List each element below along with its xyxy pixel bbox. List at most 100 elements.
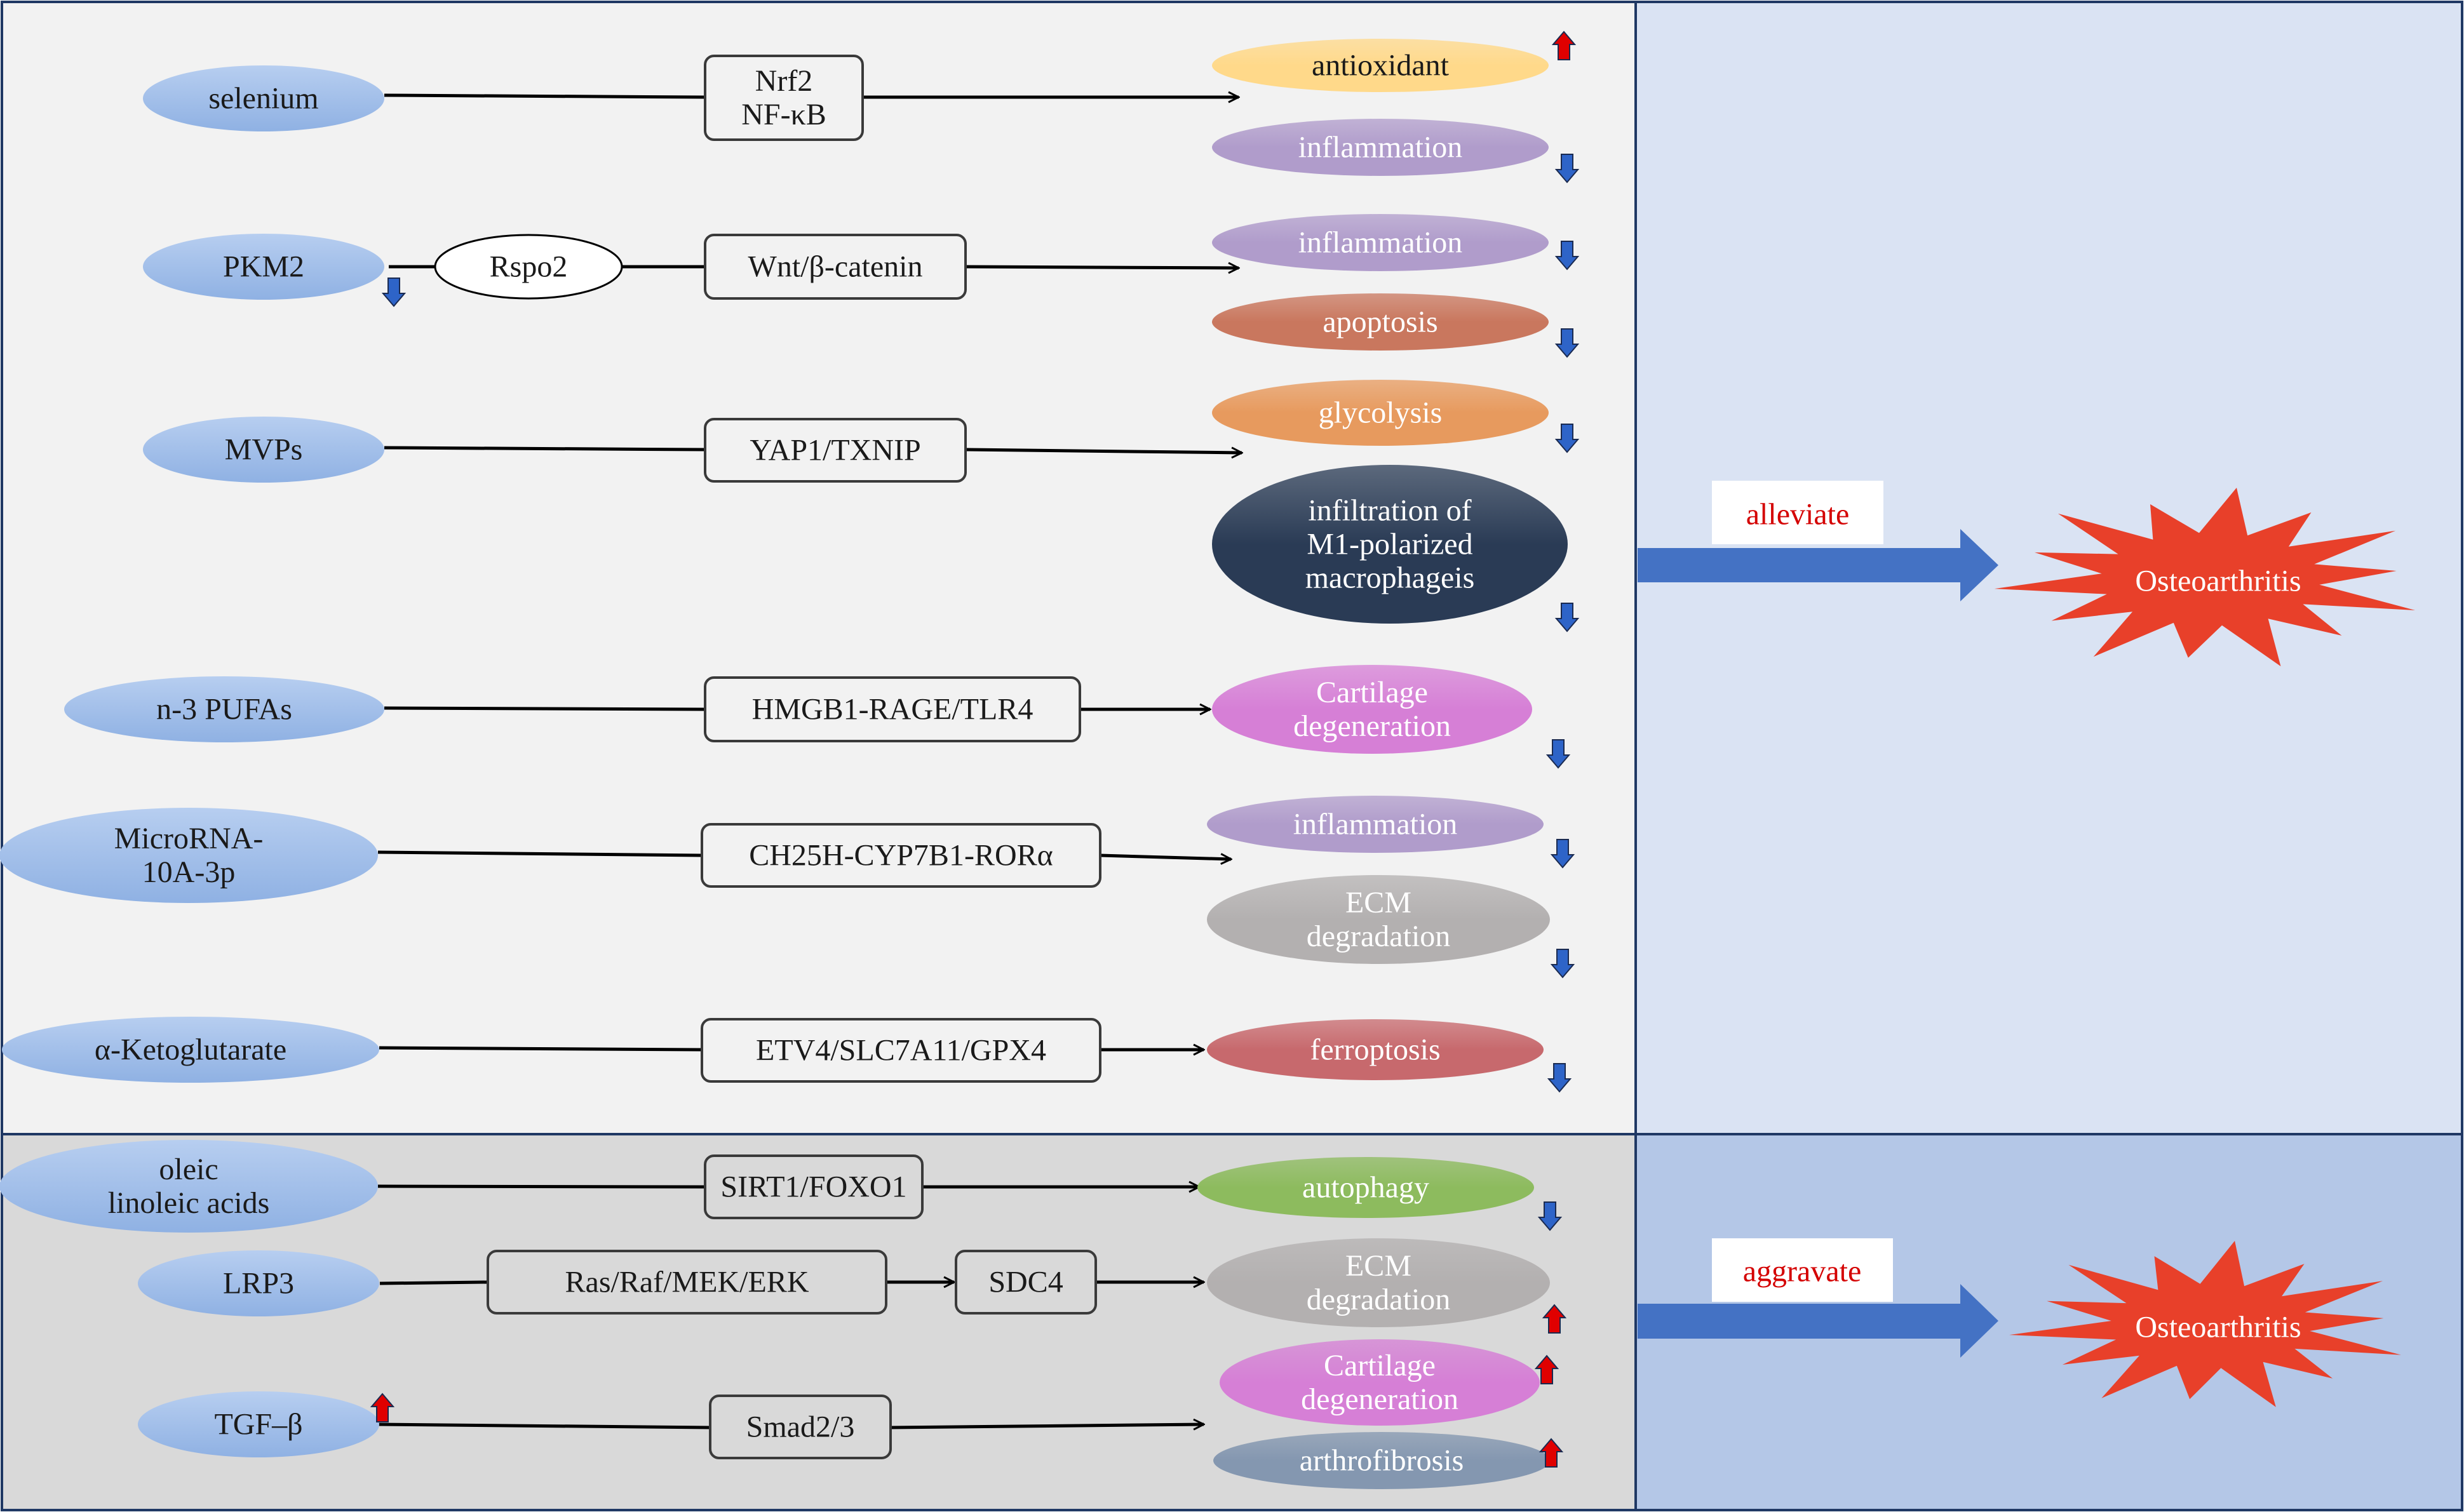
effect-aggravate: aggravate Osteoarthritis xyxy=(1638,1238,2401,1407)
pathway-wnt-beta-catenin: Wnt/β-catenin xyxy=(704,234,967,300)
down-arrow-icon xyxy=(1545,739,1571,769)
node-label-line: ECM xyxy=(1345,886,1411,920)
down-arrow-icon xyxy=(1554,241,1580,271)
node-label-line: Cartilage xyxy=(1316,676,1428,709)
pathway-sirt1-foxo1: SIRT1/FOXO1 xyxy=(704,1154,924,1219)
node-label-line: degradation xyxy=(1307,920,1451,953)
node-label-line: degeneration xyxy=(1293,709,1451,743)
node-label-line: inflammation xyxy=(1298,131,1463,164)
pathway-box xyxy=(701,1018,1101,1083)
node-label-line: Rspo2 xyxy=(490,250,568,284)
node-label-line: PKM2 xyxy=(223,250,304,284)
node-label-line: antioxidant xyxy=(1312,49,1450,83)
row-microrna-10a-3p: MicroRNA-10A-3p CH25H-CYP7B1-RORα inflam… xyxy=(0,796,1575,979)
source-pkm2: PKM2 xyxy=(143,234,407,307)
outcome-arthrofibrosis: arthrofibrosis xyxy=(1213,1432,1564,1489)
node-label-line: glycolysis xyxy=(1319,396,1443,430)
node-label-line: MVPs xyxy=(225,433,303,467)
node-label-line: α-Ketoglutarate xyxy=(95,1033,286,1067)
outcome-oval xyxy=(1207,1019,1544,1080)
pathway-smad2-3: Smad2/3 xyxy=(709,1395,892,1459)
mediator-ellipse xyxy=(434,234,623,300)
down-arrow-icon xyxy=(1547,1063,1572,1093)
node-label-line: infiltration of xyxy=(1308,494,1471,528)
connector-mvps-yap1 xyxy=(384,446,706,452)
osteoarthritis-label: Osteoarthritis xyxy=(2135,565,2301,598)
source-ellipse xyxy=(0,1140,378,1233)
source-ellipse xyxy=(0,808,378,903)
source-ellipse xyxy=(138,1250,379,1316)
node-label-line: n-3 PUFAs xyxy=(156,693,292,726)
node-label-line: CH25H-CYP7B1-RORα xyxy=(749,839,1053,873)
outcome-inflammation: inflammation xyxy=(1212,214,1580,271)
connector-wnt-outcomes xyxy=(965,267,1239,268)
connector-oleic-sirt1 xyxy=(377,1184,706,1189)
node-label-line: inflammation xyxy=(1293,808,1458,841)
outcome-oval xyxy=(1212,665,1532,754)
source-lrp3: LRP3 xyxy=(138,1250,379,1316)
node-label-line: Smad2/3 xyxy=(746,1410,855,1444)
connector-yap1-outcomes xyxy=(965,450,1242,453)
source-alpha-ketoglutarate: α-Ketoglutarate xyxy=(2,1017,379,1083)
up-arrow-icon xyxy=(370,1393,395,1422)
node-label-line: Nrf2 xyxy=(755,64,813,98)
node-label-line: SDC4 xyxy=(988,1266,1063,1299)
up-arrow-icon xyxy=(1542,1304,1567,1334)
alleviate-arrow xyxy=(1638,529,1998,601)
connector-akg-etv4 xyxy=(379,1046,703,1052)
node-label-line: ECM xyxy=(1345,1249,1411,1283)
node-label-line: selenium xyxy=(208,82,318,116)
outcome-oval xyxy=(1212,39,1549,92)
down-arrow-icon xyxy=(381,278,407,307)
node-label-line: ETV4/SLC7A11/GPX4 xyxy=(756,1034,1046,1067)
mediator-rspo2: Rspo2 xyxy=(434,234,623,300)
node-label-line: HMGB1-RAGE/TLR4 xyxy=(752,693,1033,726)
source-mvps: MVPs xyxy=(143,417,384,483)
outcome-oval xyxy=(1212,214,1549,271)
pathway-box xyxy=(709,1395,892,1459)
connector-tgfb-smad xyxy=(377,1422,711,1429)
outcome-inflammation: inflammation xyxy=(1212,119,1580,184)
node-label-line: 10A-3p xyxy=(142,855,236,889)
node-label-line: ferroptosis xyxy=(1310,1033,1440,1067)
outcome-oval xyxy=(1207,1238,1550,1327)
pathway-hmgb1-rage-tlr4: HMGB1-RAGE/TLR4 xyxy=(704,676,1081,742)
pathway-sdc4: SDC4 xyxy=(955,1250,1097,1315)
connectors xyxy=(377,95,1242,1429)
source-n3-pufas: n-3 PUFAs xyxy=(64,676,384,742)
outcome-oval xyxy=(1212,380,1549,446)
up-arrow-icon xyxy=(1534,1355,1559,1384)
source-ellipse xyxy=(2,1017,379,1083)
outcome-oval xyxy=(1213,1432,1550,1489)
node-label-line: apoptosis xyxy=(1323,305,1437,339)
pathway-box xyxy=(955,1250,1097,1315)
connector-smad-outcomes xyxy=(890,1424,1204,1428)
pathway-etv4-slc7a11-gpx4: ETV4/SLC7A11/GPX4 xyxy=(701,1018,1101,1083)
outcome-oval xyxy=(1220,1339,1540,1426)
row-mvps: MVPs YAP1/TXNIP glycolysis infiltration … xyxy=(143,380,1580,632)
connector-microrna-ch25h xyxy=(377,850,703,857)
connector-ch25h-outcomes xyxy=(1100,855,1231,859)
node-label-line: autophagy xyxy=(1302,1171,1429,1205)
row-alpha-ketoglutarate: α-Ketoglutarate ETV4/SLC7A11/GPX4 ferrop… xyxy=(2,1017,1572,1093)
outcome-autophagy: autophagy xyxy=(1197,1157,1563,1231)
outcome-ferroptosis: ferroptosis xyxy=(1207,1019,1572,1093)
down-arrow-icon xyxy=(1550,949,1575,979)
row-pkm2: PKM2 Rspo2 Wnt/β-catenin inflammation ap… xyxy=(143,214,1580,358)
down-arrow-icon xyxy=(1550,839,1575,869)
up-arrow-icon xyxy=(1551,30,1577,60)
down-arrow-icon xyxy=(1554,603,1580,632)
effect-alleviate: alleviate Osteoarthritis xyxy=(1638,481,2416,667)
node-label-line: NF-κB xyxy=(741,98,826,131)
node-label-line: degradation xyxy=(1307,1283,1451,1316)
source-ellipse xyxy=(143,417,384,483)
down-arrow-icon xyxy=(1554,328,1580,358)
pathway-box xyxy=(704,676,1081,742)
